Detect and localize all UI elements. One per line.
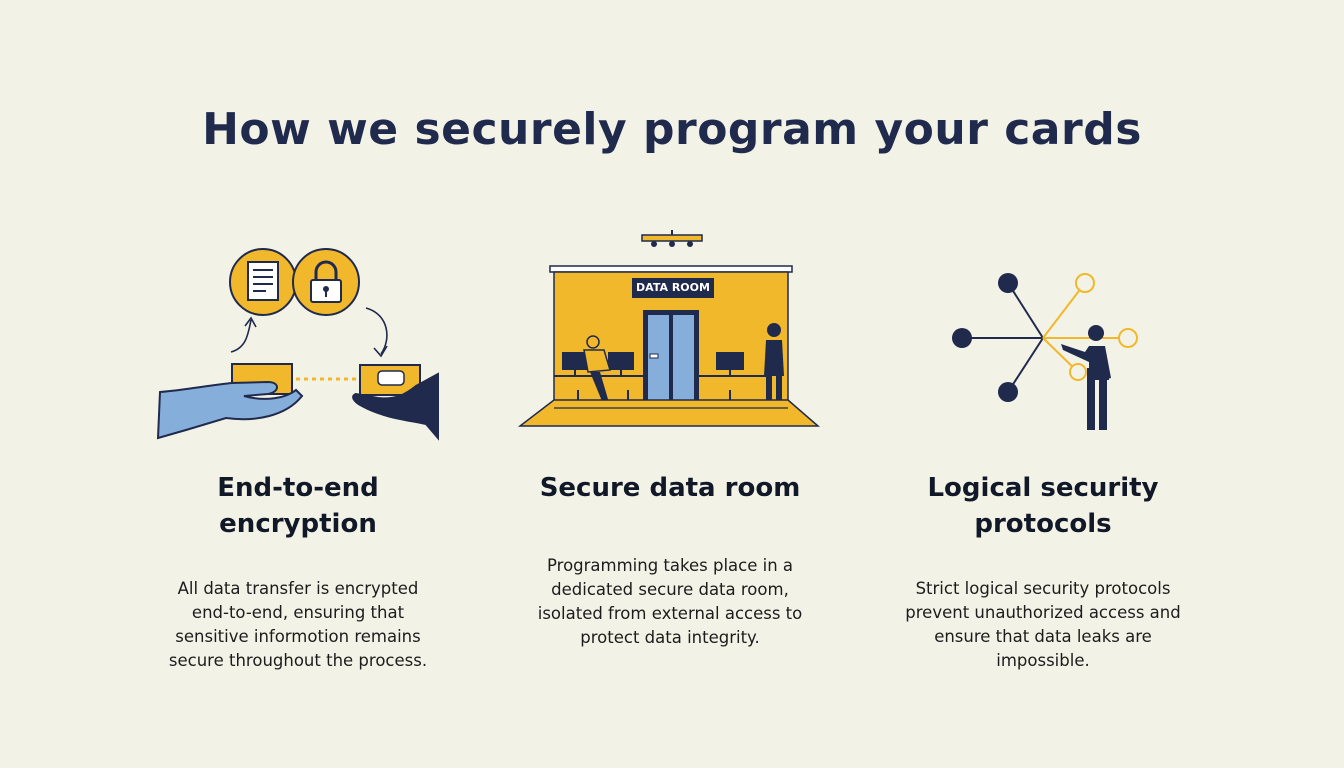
feature-heading: Logical security protocols bbox=[873, 470, 1213, 542]
description-line: isolated from external access to bbox=[537, 604, 803, 623]
heading-line: End-to-end bbox=[217, 473, 379, 503]
feature-description: All data transfer is encrypted end-to-en… bbox=[128, 577, 468, 673]
encrypted-card-handoff-icon bbox=[156, 248, 439, 441]
description-line: end-to-end, ensuring that bbox=[191, 603, 405, 622]
description-line: Programming takes place in a bbox=[546, 556, 794, 575]
description-line: protect data integrity. bbox=[580, 628, 760, 647]
description-line: ensure that data leaks are bbox=[934, 627, 1152, 646]
description-line: secure throughout the process. bbox=[168, 651, 428, 670]
feature-description: Programming takes place in a dedicated s… bbox=[500, 554, 840, 650]
feature-heading: End-to-end encryption bbox=[128, 470, 468, 542]
heading-line: Logical security bbox=[927, 473, 1159, 503]
description-line: Strict logical security protocols bbox=[915, 579, 1171, 598]
heading-line: protocols bbox=[974, 509, 1112, 539]
description-line: prevent unauthorized access and bbox=[905, 603, 1181, 622]
description-line: sensitive informotion remains bbox=[175, 627, 421, 646]
feature-heading: Secure data room bbox=[500, 470, 840, 506]
heading-line: Secure data room bbox=[539, 473, 801, 503]
data-room-icon: DATA ROOM bbox=[518, 230, 822, 430]
network-security-icon bbox=[952, 273, 1138, 430]
description-line: impossible. bbox=[996, 651, 1090, 670]
description-line: All data transfer is encrypted bbox=[177, 579, 419, 598]
feature-description: Strict logical security protocols preven… bbox=[873, 577, 1213, 673]
page-title: How we securely program your cards bbox=[202, 104, 1142, 155]
heading-line: encryption bbox=[219, 509, 377, 539]
description-line: dedicated secure data room, bbox=[551, 580, 789, 599]
data-room-sign: DATA ROOM bbox=[636, 281, 710, 294]
